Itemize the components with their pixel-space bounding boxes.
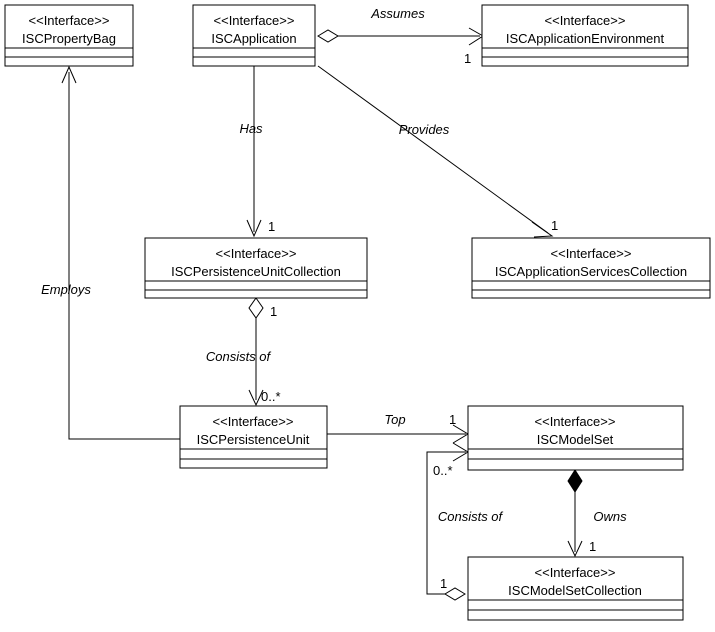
iscpropertybag-name: ISCPropertyBag [22, 31, 116, 46]
iscapplicationservicescollection-stereotype: <<Interface>> [551, 246, 632, 261]
iscapplication-frame [192, 4, 316, 67]
class-box-iscpersistenceunit[interactable]: <<Interface>> ISCPersistenceUnit [179, 405, 328, 469]
consists-of-persistence-label: Consists of [206, 349, 272, 364]
consists-of-modelset-source-multiplicity: 1 [440, 576, 447, 591]
iscmodelset-name: ISCModelSet [537, 432, 614, 447]
class-box-iscpersistenceunitcollection[interactable]: <<Interface>> ISCPersistenceUnitCollecti… [144, 237, 368, 299]
iscpersistenceunitcollection-stereotype: <<Interface>> [216, 246, 297, 261]
iscpersistenceunit-frame [179, 405, 328, 469]
employs-arrowhead-icon [61, 65, 77, 84]
edge-has: Has 1 [239, 66, 275, 238]
class-box-iscpropertybag[interactable]: <<Interface>> ISCPropertyBag [4, 4, 134, 67]
consists-of-persistence-source-multiplicity: 1 [270, 304, 277, 319]
iscpersistenceunit-stereotype: <<Interface>> [213, 414, 294, 429]
edge-assumes: Assumes 1 [317, 6, 484, 66]
provides-label: Provides [399, 122, 450, 137]
iscmodelsetcollection-name: ISCModelSetCollection [508, 583, 642, 598]
employs-label: Employs [41, 282, 91, 297]
owns-target-multiplicity: 1 [589, 539, 596, 554]
iscapplication-name: ISCApplication [211, 31, 296, 46]
provides-target-multiplicity: 1 [551, 218, 558, 233]
assumes-label: Assumes [370, 6, 425, 21]
iscapplicationenvironment-frame [481, 4, 689, 67]
employs-line [68, 72, 180, 440]
consists-of-persistence-aggregation-diamond-icon [248, 297, 264, 319]
edge-provides: Provides 1 [317, 65, 558, 238]
edge-top: Top 1 [327, 412, 469, 444]
iscapplication-stereotype: <<Interface>> [214, 13, 295, 28]
edge-consists-of-modelset: 0..* Consists of 1 [426, 442, 504, 601]
top-label: Top [384, 412, 405, 427]
owns-arrowhead-icon [567, 540, 583, 558]
assumes-aggregation-diamond-icon [317, 29, 339, 43]
consists-of-modelset-line [426, 451, 466, 595]
iscpersistenceunitcollection-frame [144, 237, 368, 299]
iscpersistenceunit-name: ISCPersistenceUnit [197, 432, 310, 447]
class-box-iscapplication[interactable]: <<Interface>> ISCApplication [192, 4, 316, 67]
top-target-multiplicity: 1 [449, 412, 456, 427]
consists-of-modelset-target-multiplicity: 0..* [433, 463, 453, 478]
class-box-iscmodelset[interactable]: <<Interface>> ISCModelSet [467, 405, 684, 471]
assumes-target-multiplicity: 1 [464, 51, 471, 66]
iscapplicationservicescollection-frame [471, 237, 711, 299]
iscpersistenceunitcollection-name: ISCPersistenceUnitCollection [171, 264, 341, 279]
edge-owns: Owns 1 [567, 469, 627, 558]
consists-of-persistence-arrowhead-icon [248, 389, 264, 407]
iscmodelsetcollection-stereotype: <<Interface>> [535, 565, 616, 580]
owns-label: Owns [593, 509, 627, 524]
consists-of-modelset-aggregation-diamond-icon [444, 587, 466, 601]
edge-consists-of-persistence: 1 Consists of 0..* [206, 297, 281, 407]
iscapplicationenvironment-name: ISCApplicationEnvironment [506, 31, 665, 46]
class-box-iscapplicationenvironment[interactable]: <<Interface>> ISCApplicationEnvironment [481, 4, 689, 67]
consists-of-persistence-target-multiplicity: 0..* [261, 389, 281, 404]
has-arrowhead-icon [246, 219, 262, 238]
provides-line [317, 65, 549, 234]
iscpropertybag-stereotype: <<Interface>> [29, 13, 110, 28]
iscapplicationservicescollection-name: ISCApplicationServicesCollection [495, 264, 687, 279]
class-box-iscmodelsetcollection[interactable]: <<Interface>> ISCModelSetCollection [467, 556, 684, 621]
has-target-multiplicity: 1 [268, 219, 275, 234]
provides-arrowhead-icon [531, 221, 554, 238]
has-label: Has [239, 121, 263, 136]
iscmodelset-stereotype: <<Interface>> [535, 414, 616, 429]
iscapplicationenvironment-stereotype: <<Interface>> [545, 13, 626, 28]
edge-employs: Employs [41, 65, 180, 440]
consists-of-modelset-label: Consists of [438, 509, 504, 524]
iscpropertybag-frame [4, 4, 134, 67]
class-box-iscapplicationservicescollection[interactable]: <<Interface>> ISCApplicationServicesColl… [471, 237, 711, 299]
owns-composition-diamond-icon [567, 469, 583, 493]
